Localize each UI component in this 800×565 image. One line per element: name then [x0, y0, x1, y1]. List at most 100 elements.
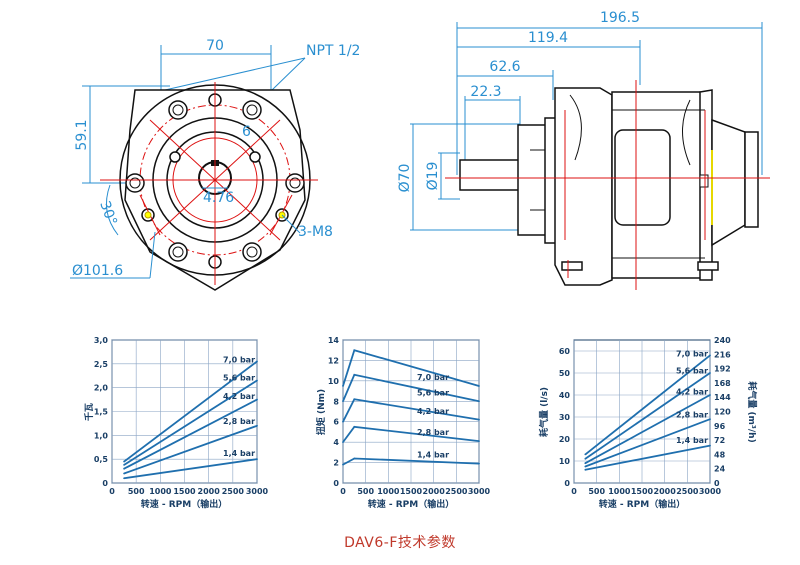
series-label: 1,4 bar: [676, 436, 708, 445]
series-point: [342, 463, 344, 466]
dim-22-3: 22.3: [470, 84, 501, 100]
series-point: [256, 360, 258, 363]
series-line: [123, 458, 258, 480]
x-tick-label: 1000: [608, 487, 631, 496]
dim-angle-30: 30°: [96, 199, 120, 228]
y-tick-label: 8: [333, 397, 339, 406]
x-tick-label: 2000: [423, 487, 446, 496]
series-line: [123, 424, 258, 475]
series-point: [123, 472, 125, 475]
series-point: [256, 424, 258, 427]
dim-119-4: 119.4: [528, 30, 568, 46]
y-tick-label: 2,0: [94, 384, 109, 393]
x-tick-label: 3000: [246, 487, 269, 496]
dim-flange-70: Ø70: [397, 164, 413, 193]
y2-tick-label: 120: [714, 408, 731, 417]
y-tick-label: 14: [328, 336, 340, 345]
series-point: [342, 420, 344, 423]
series-point: [353, 349, 356, 352]
x-tick-label: 1500: [631, 487, 654, 496]
chart-torque-xlabel: 转速 - RPM（输出）: [368, 498, 455, 510]
x-tick-label: 0: [571, 487, 577, 496]
series-point: [342, 385, 344, 387]
dim-shaft-19: Ø19: [425, 162, 441, 191]
series-point: [584, 465, 587, 468]
series-point: [709, 444, 711, 447]
series-label: 1,4 bar: [223, 449, 255, 458]
y-tick-label: 1,0: [94, 431, 109, 440]
series-point: [123, 460, 125, 463]
series-point: [709, 372, 711, 374]
series-label: 4,2 bar: [223, 392, 255, 401]
series-point: [353, 425, 356, 428]
series-point: [353, 457, 356, 460]
y-tick-label: 40: [559, 391, 571, 400]
dim-pcd-101-6: Ø101.6: [72, 263, 123, 279]
x-tick-label: 2000: [198, 487, 221, 496]
dim-key-mark: 6: [242, 124, 251, 140]
y2-tick-label: 168: [714, 379, 731, 388]
y-tick-label: 0,5: [94, 455, 109, 464]
x-tick-label: 0: [340, 487, 346, 496]
x-tick-label: 3000: [468, 487, 491, 496]
chart-torque-ylabel: 扭矩 (Nm): [315, 389, 327, 435]
series-label: 7,0 bar: [417, 373, 449, 382]
series-label: 4,2 bar: [417, 407, 449, 416]
y-tick-label: 3,0: [94, 336, 109, 345]
series-point: [584, 457, 587, 460]
series-label: 5,6 bar: [417, 388, 449, 397]
series-label: 7,0 bar: [223, 355, 255, 364]
series-point: [709, 418, 711, 421]
y-tick-label: 10: [328, 377, 340, 386]
y-tick-label: 6: [333, 418, 339, 427]
dim-62-6: 62.6: [489, 59, 520, 75]
y-tick-label: 2: [333, 459, 339, 468]
y2-tick-label: 216: [714, 350, 731, 359]
x-tick-label: 2500: [445, 487, 468, 496]
x-tick-label: 2500: [676, 487, 699, 496]
series-label: 1,4 bar: [417, 451, 449, 460]
x-tick-label: 500: [128, 487, 145, 496]
y2-tick-label: 240: [714, 336, 731, 345]
series-point: [584, 468, 587, 471]
y-tick-label: 0: [333, 479, 339, 488]
dim-height-59-1: 59.1: [74, 119, 90, 150]
series-line: [584, 372, 711, 460]
series-line: [123, 360, 258, 463]
series-point: [584, 462, 587, 465]
series-point: [353, 373, 356, 376]
chart-air-ylabel: 耗气量 (l/s): [538, 387, 550, 437]
x-tick-label: 1500: [173, 487, 196, 496]
chart-power-ylabel: 千瓦: [83, 403, 95, 421]
series-point: [478, 462, 480, 465]
x-tick-label: 3000: [699, 487, 722, 496]
y-tick-label: 12: [328, 356, 339, 365]
x-tick-label: 500: [357, 487, 374, 496]
series-label: 2,8 bar: [417, 428, 449, 437]
series-label: 2,8 bar: [223, 417, 255, 426]
series-point: [123, 467, 125, 470]
series-point: [478, 385, 480, 387]
series-point: [256, 398, 258, 401]
y-tick-label: 0: [102, 479, 108, 488]
series-point: [478, 418, 480, 421]
series-point: [584, 453, 587, 456]
side-view: 196.5 119.4 62.6 22.3 Ø70 Ø19: [397, 10, 770, 290]
y-tick-label: 60: [559, 347, 571, 356]
series-point: [353, 398, 356, 401]
y2-tick-label: 144: [714, 393, 731, 402]
series-point: [478, 400, 480, 403]
series-point: [123, 463, 125, 466]
dim-key-4-76: 4.76: [203, 190, 234, 206]
y-tick-label: 20: [559, 435, 571, 444]
series-line: [123, 398, 258, 470]
y2-tick-label: 24: [714, 465, 726, 474]
x-tick-label: 1000: [149, 487, 172, 496]
port-label-npt: NPT 1/2: [306, 43, 360, 59]
series-label: 7,0 bar: [676, 349, 708, 358]
series-line: [585, 418, 711, 468]
x-tick-label: 1500: [400, 487, 423, 496]
